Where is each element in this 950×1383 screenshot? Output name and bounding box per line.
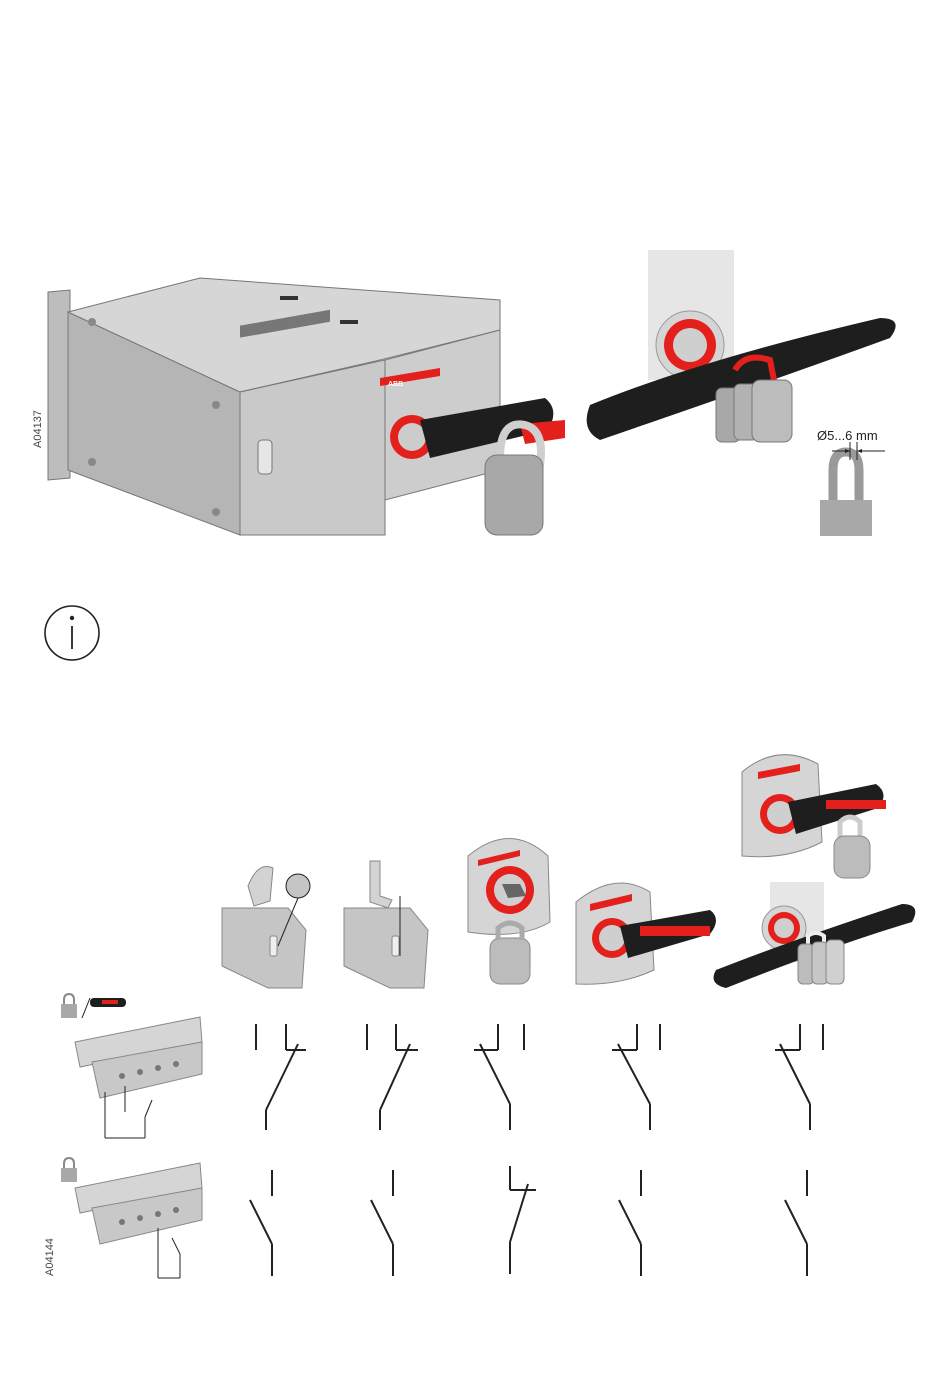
contact-symbol-row-lower (0, 1164, 950, 1294)
contact-symbol-row-upper (0, 1018, 950, 1168)
rotary-handle-illustration (570, 874, 730, 994)
padlock-dimension-label: Ø5...6 mm (817, 428, 878, 443)
selector-handle-illustration (460, 826, 560, 986)
padlock-dimension-detail (0, 0, 950, 560)
door-handle-multi-padlock-illustration (712, 880, 922, 1000)
rotary-handle-padlock-illustration (738, 742, 898, 882)
aux-contact-closed-illustration (340, 856, 440, 996)
info-icon (42, 603, 102, 663)
aux-contact-open-illustration (218, 856, 318, 996)
